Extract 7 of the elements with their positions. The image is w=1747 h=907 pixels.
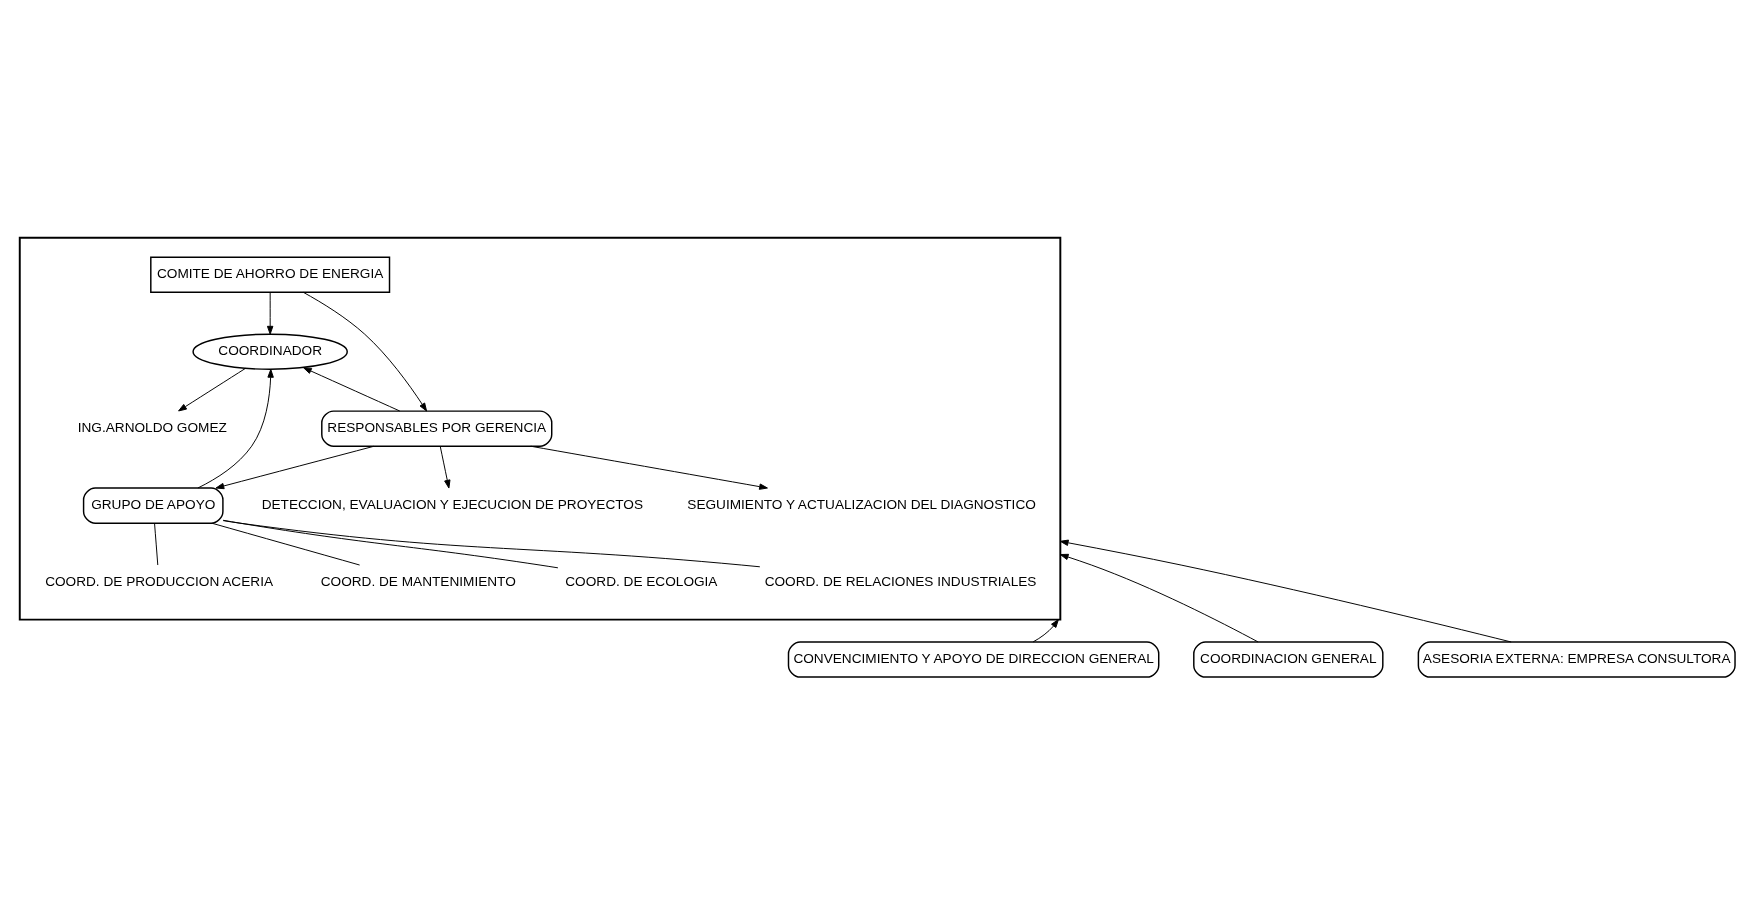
node-text: COORD. DE MANTENIMIENTO [320, 574, 516, 590]
node-text: ING.ARNOLDO GOMEZ [77, 420, 227, 436]
node-text: COORD. DE ECOLOGIA [565, 574, 718, 590]
node-text: COORD. DE RELACIONES INDUSTRIALES [764, 574, 1037, 590]
node-text: COORD. DE PRODUCCION ACERIA [45, 574, 274, 590]
node-text: SEGUIMIENTO Y ACTUALIZACION DEL DIAGNOSTICO [687, 497, 1036, 513]
node-text: DETECCION, EVALUACION Y EJECUCION DE PROYECTOS [261, 497, 644, 513]
